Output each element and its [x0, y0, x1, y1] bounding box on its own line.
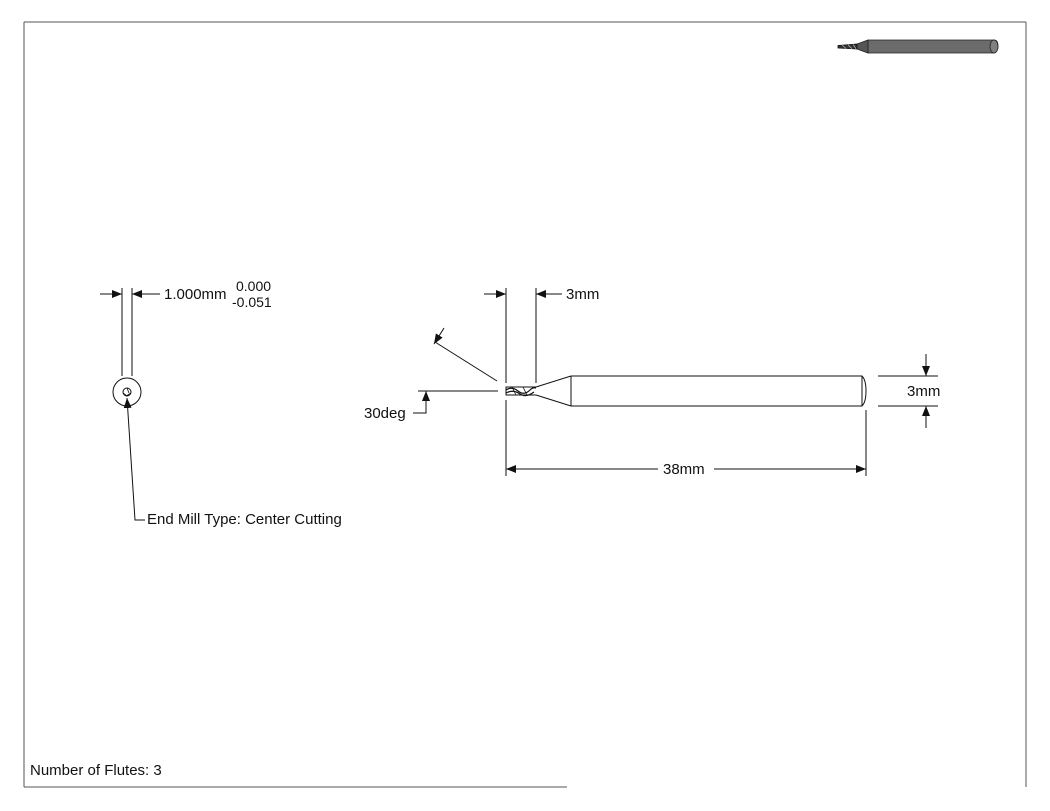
end-view-center	[122, 387, 132, 397]
overall-length-label: 38mm	[663, 461, 705, 478]
flute-length-label: 3mm	[566, 286, 600, 303]
shank-diameter-label: 3mm	[907, 383, 941, 400]
tool-taper	[535, 375, 572, 407]
side-view	[413, 288, 938, 476]
type-callout-leader	[123, 397, 145, 521]
number-of-flutes-note: Number of Flutes: 3	[30, 762, 162, 779]
end-mill-type-callout: End Mill Type: Center Cutting	[147, 511, 342, 528]
isometric-tool-view	[837, 39, 999, 54]
helix-angle-label: 30deg	[364, 405, 406, 422]
sheet-frame	[23, 21, 1027, 788]
diameter-dimension-label: 1.000mm	[164, 286, 227, 303]
diameter-tolerance-lower: -0.051	[232, 294, 272, 310]
end-view	[100, 288, 160, 521]
diameter-tolerance-upper: 0.000	[236, 278, 272, 294]
tool-shank	[571, 375, 867, 407]
